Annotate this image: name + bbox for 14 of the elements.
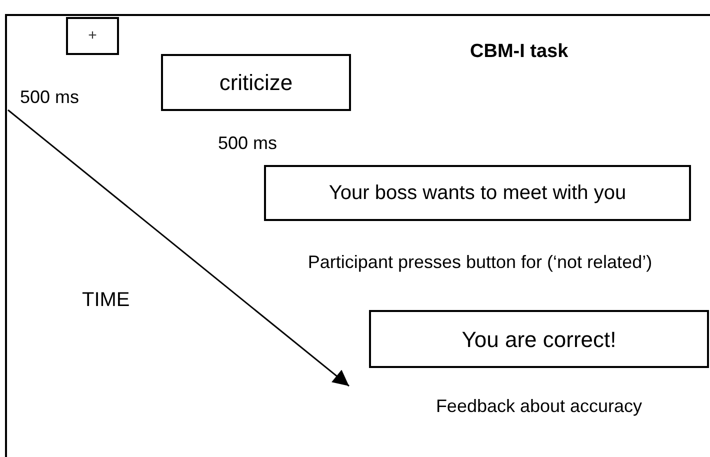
step-caption: 500 ms (20, 86, 80, 109)
step-caption: Participant presses button for (‘not related’) (306, 251, 654, 274)
step-caption: 500 ms (218, 132, 278, 155)
stimulus-box (369, 310, 709, 368)
stimulus-box (264, 165, 691, 221)
step-caption: Feedback about accuracy (434, 395, 644, 418)
stimulus-text: Your boss wants to meet with you (328, 181, 626, 206)
stimulus-text: You are correct! (462, 326, 616, 354)
stimulus-text: criticize (219, 69, 293, 97)
stimulus-text: + (88, 26, 97, 46)
time-label: TIME (82, 288, 130, 313)
stimulus-box (161, 54, 351, 111)
stimulus-box (66, 17, 119, 55)
title: CBM-I task (470, 40, 568, 64)
